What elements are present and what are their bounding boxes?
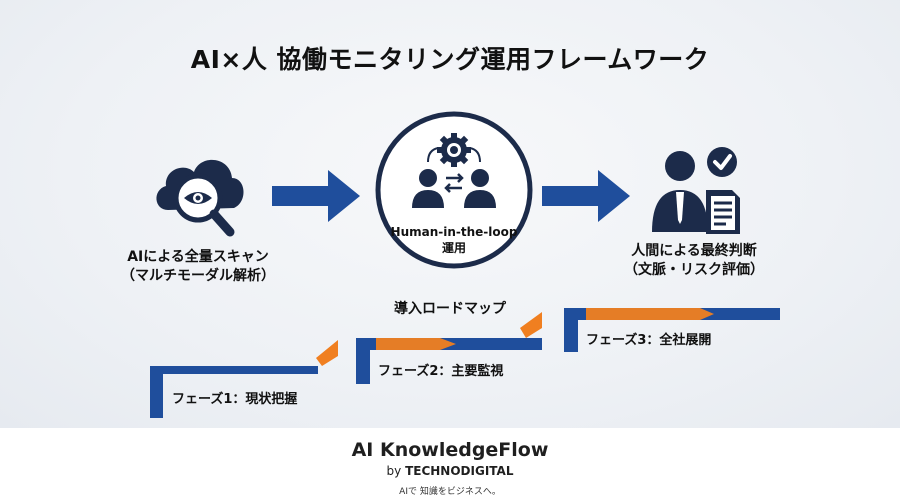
slide: AI×人 協働モニタリング運用フレームワーク bbox=[0, 0, 900, 428]
person-document-check-icon bbox=[652, 147, 740, 234]
brain-gear-people-icon bbox=[412, 133, 496, 208]
brand-name: AI KnowledgeFlow bbox=[351, 439, 549, 461]
phase-2-label: フェーズ2：主要監視 bbox=[378, 364, 504, 379]
phase-1-label: フェーズ1：現状把握 bbox=[172, 392, 298, 407]
roadmap-title: 導入ロードマップ bbox=[394, 301, 506, 317]
step-3-label: 人間による最終判断 （文脈・リスク評価） bbox=[604, 242, 784, 280]
step-2-line2: 運用 bbox=[441, 241, 466, 255]
cloud-search-eye-icon bbox=[156, 159, 244, 237]
byline: by TECHNODIGITAL bbox=[0, 464, 900, 478]
step-1-line1: AIによる全量スキャン bbox=[127, 249, 269, 265]
footer: AI KnowledgeFlow by TECHNODIGITAL AIで 知識… bbox=[0, 428, 900, 502]
roadmap-staircase bbox=[150, 308, 780, 418]
step-2-line1: Human-in-the-loop bbox=[390, 225, 518, 239]
flow-arrow-2 bbox=[542, 170, 630, 222]
company-name: TECHNODIGITAL bbox=[405, 464, 514, 478]
step-3-line2: （文脈・リスク評価） bbox=[624, 262, 764, 278]
step-2-label: Human-in-the-loop 運用 bbox=[384, 224, 524, 256]
byline-by: by bbox=[386, 464, 402, 478]
tagline: AIで 知識をビジネスへ。 bbox=[399, 487, 501, 497]
step-3-line1: 人間による最終判断 bbox=[631, 243, 757, 259]
phase-3-label: フェーズ3：全社展開 bbox=[586, 333, 712, 348]
step-1-label: AIによる全量スキャン （マルチモーダル解析） bbox=[108, 248, 288, 286]
flow-arrow-1 bbox=[272, 170, 360, 222]
center-circle bbox=[375, 111, 533, 269]
step-1-line2: （マルチモーダル解析） bbox=[121, 268, 275, 284]
page-title: AI×人 協働モニタリング運用フレームワーク bbox=[190, 45, 710, 74]
